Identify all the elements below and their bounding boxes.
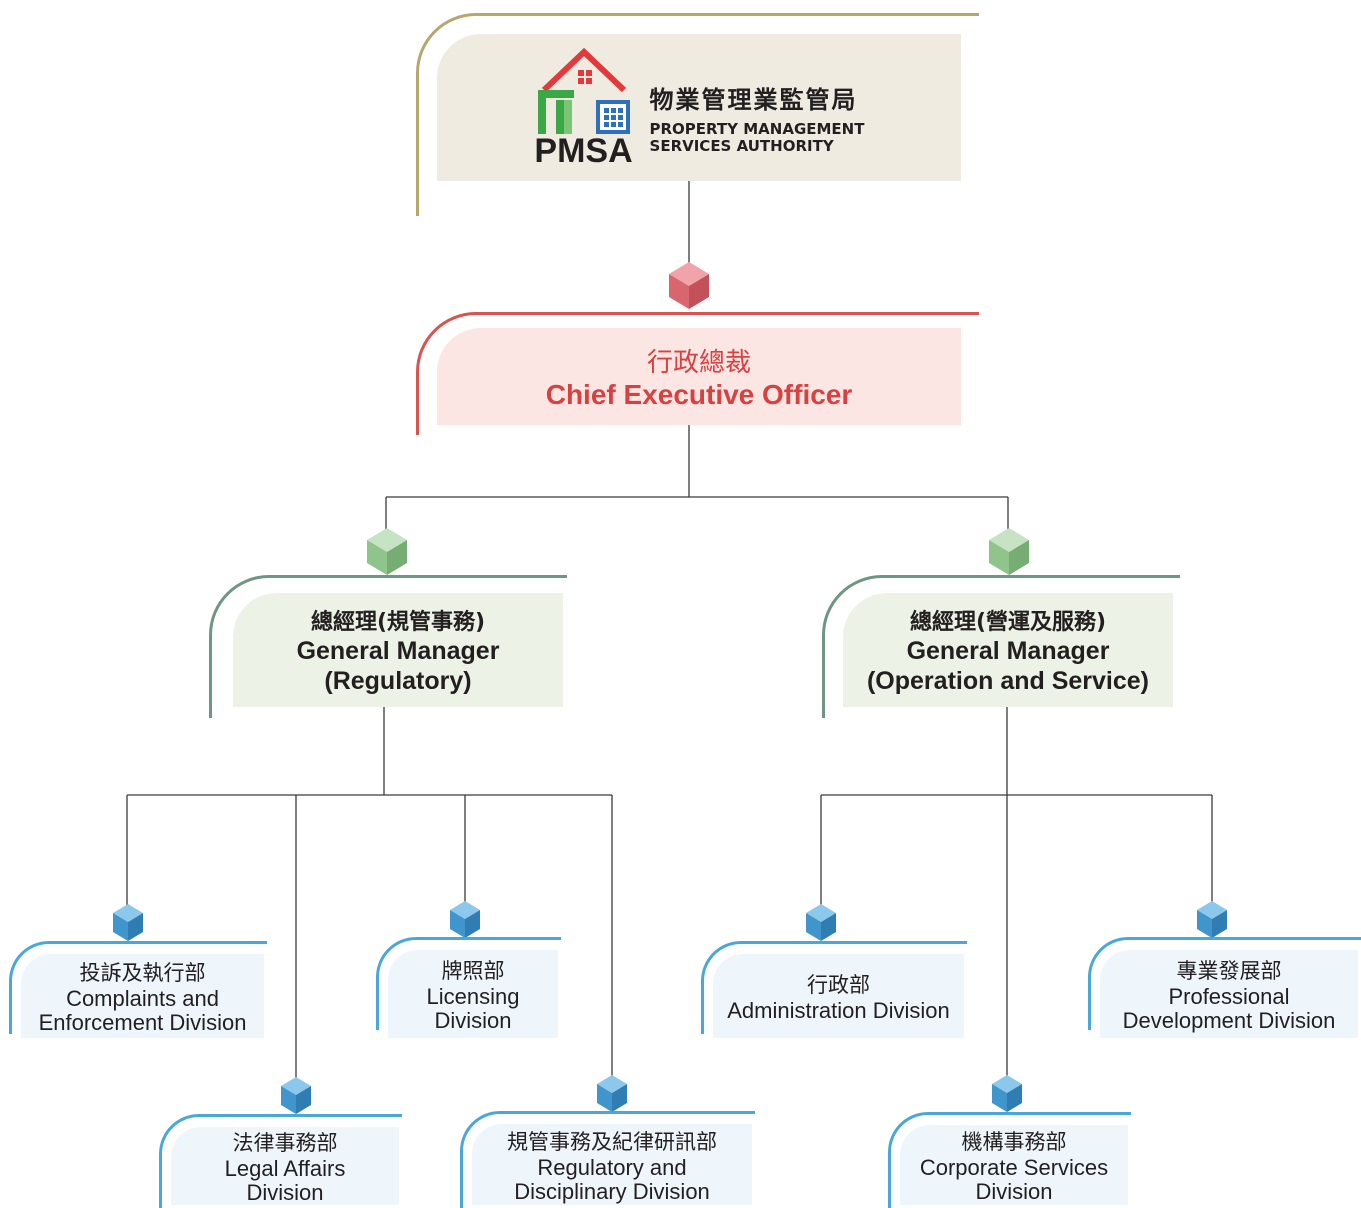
logo-abbreviation: PMSA <box>534 131 633 170</box>
division-professional-box: 專業發展部 Professional Development Division <box>1100 950 1358 1038</box>
division-regulatory-box: 規管事務及紀律研訊部 Regulatory and Disciplinary D… <box>472 1124 752 1205</box>
licensing-frame <box>376 937 561 1030</box>
division-professional-zh: 專業發展部 <box>1176 959 1282 983</box>
division-licensing-box: 牌照部 Licensing Division <box>388 950 558 1038</box>
gm-operation-zh: 總經理(營運及服務) <box>909 610 1107 635</box>
division-regulatory-en-line2: Disciplinary Division <box>514 1178 710 1204</box>
cube-licensing-icon <box>450 901 480 938</box>
pmsa-logo-box: PMSA 物業管理業監管局 PROPERTY MANAGEMENT SERVIC… <box>437 34 961 181</box>
division-professional-en-line1: Professional <box>1168 984 1290 1009</box>
gm-regulatory-box: 總經理(規管事務) General Manager (Regulatory) <box>233 593 563 707</box>
division-corporate-en-line1: Corporate Services <box>919 1155 1109 1180</box>
pmsa-logo-mark: PMSA <box>534 47 634 170</box>
ceo-frame <box>416 312 979 435</box>
division-complaints-en-line2: Enforcement Division <box>38 1010 247 1035</box>
gm-operation-frame <box>822 575 1180 718</box>
logo-frame <box>416 13 979 216</box>
complaints-frame <box>9 941 267 1034</box>
division-corporate-box: 機構事務部 Corporate Services Division <box>900 1125 1128 1205</box>
cube-legal-icon <box>281 1077 311 1114</box>
gm-operation-en-line2: (Operation and Service) <box>866 667 1150 695</box>
division-legal-box: 法律事務部 Legal Affairs Division <box>171 1127 399 1205</box>
ceo-title-en: Chief Executive Officer <box>545 379 853 410</box>
cube-gm-regulatory-icon <box>367 528 407 575</box>
cube-gm-operation-icon <box>989 528 1029 575</box>
legal-frame <box>159 1114 402 1208</box>
division-regulatory-en-line1: Regulatory and <box>537 1154 687 1180</box>
gm-regulatory-en-line1: General Manager <box>296 637 500 665</box>
cube-administration-icon <box>806 904 836 941</box>
division-administration-box: 行政部 Administration Division <box>713 954 964 1038</box>
cube-regulatory-icon <box>597 1075 627 1112</box>
cube-professional-icon <box>1197 901 1227 938</box>
professional-frame <box>1088 937 1361 1030</box>
gm-regulatory-zh: 總經理(規管事務) <box>310 610 486 635</box>
ceo-title-zh: 行政總裁 <box>646 348 751 378</box>
division-licensing-en-line1: Licensing <box>426 984 520 1009</box>
logo-name-en-line1: PROPERTY MANAGEMENT <box>649 120 865 138</box>
corporate-frame <box>888 1112 1131 1208</box>
division-corporate-zh: 機構事務部 <box>961 1130 1067 1154</box>
gm-regulatory-frame <box>209 575 567 718</box>
regulatory-frame <box>460 1111 755 1208</box>
division-licensing-zh: 牌照部 <box>441 959 505 983</box>
logo-name-en-line2: SERVICES AUTHORITY <box>649 137 834 155</box>
house-logo-icon <box>537 47 630 134</box>
division-licensing-en-line2: Division <box>434 1008 512 1033</box>
ceo-box: 行政總裁 Chief Executive Officer <box>437 328 961 425</box>
administration-frame <box>701 941 967 1034</box>
division-complaints-box: 投訴及執行部 Complaints and Enforcement Divisi… <box>21 954 264 1038</box>
division-administration-en-line1: Administration Division <box>727 998 950 1023</box>
division-professional-en-line2: Development Division <box>1122 1008 1336 1033</box>
division-regulatory-zh: 規管事務及紀律研訊部 <box>507 1129 717 1154</box>
division-complaints-en-line1: Complaints and <box>66 986 219 1011</box>
division-administration-zh: 行政部 <box>807 973 870 997</box>
division-complaints-zh: 投訴及執行部 <box>79 961 206 985</box>
logo-name-zh: 物業管理業監管局 <box>649 86 858 114</box>
gm-operation-box: 總經理(營運及服務) General Manager (Operation an… <box>843 593 1173 707</box>
division-legal-zh: 法律事務部 <box>232 1131 338 1155</box>
division-corporate-en-line2: Division <box>975 1179 1053 1204</box>
cube-corporate-icon <box>992 1075 1022 1112</box>
division-legal-en-line1: Legal Affairs <box>224 1156 346 1181</box>
gm-operation-en-line1: General Manager <box>906 637 1110 665</box>
gm-regulatory-en-line2: (Regulatory) <box>324 667 472 695</box>
cube-ceo-icon <box>669 262 709 309</box>
division-legal-en-line2: Division <box>246 1180 324 1205</box>
cube-complaints-icon <box>113 904 143 941</box>
